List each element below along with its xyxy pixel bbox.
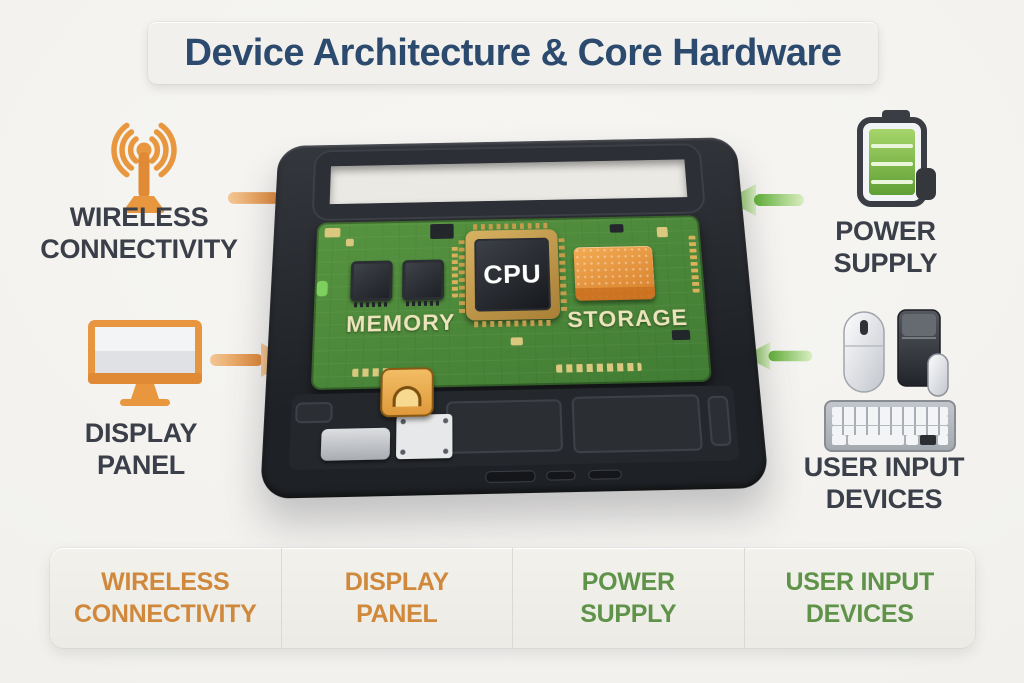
screen-frame-window (313, 144, 704, 220)
pcb-component (430, 223, 454, 240)
cpu-pins (474, 319, 553, 328)
cpu-chip: CPU (458, 222, 568, 328)
legend-user-input-devices: USER INPUT DEVICES (743, 548, 976, 648)
user-input-devices-label: USER INPUT DEVICES (803, 452, 965, 514)
battery-icon (857, 110, 936, 207)
memory-chip (350, 260, 393, 302)
pcb-component (656, 226, 668, 238)
key (938, 434, 948, 445)
pcb-component (671, 329, 691, 341)
title-panel: Device Architecture & Core Hardware (148, 22, 878, 84)
storage-label: STORAGE (566, 304, 689, 333)
mouse-and-dock-icon (843, 309, 949, 397)
speaker-module (320, 427, 391, 461)
keyboard-row (832, 425, 948, 435)
spacebar-key (848, 434, 904, 445)
pcb-component (324, 227, 341, 238)
legend-power-supply: POWER SUPPLY (512, 548, 744, 648)
memory-chip (402, 259, 444, 301)
port-slot (589, 470, 621, 479)
monitor-icon (88, 320, 202, 406)
device-scene: MEMORY CPU STORAGE (259, 128, 770, 499)
page-title: Device Architecture & Core Hardware (184, 31, 842, 74)
pcb-component (510, 337, 523, 346)
tablet-internals-illustration: MEMORY CPU STORAGE (259, 137, 770, 499)
port-slot (547, 471, 575, 480)
chassis-panel (446, 399, 564, 454)
cpu-pins (458, 238, 466, 313)
keyboard-icon (824, 400, 956, 452)
keyboard-row (832, 407, 948, 416)
motherboard: MEMORY CPU STORAGE (310, 215, 713, 391)
key (920, 434, 936, 445)
display-panel-label: DISPLAY PANEL (84, 418, 198, 480)
power-supply-label: POWER SUPPLY (833, 216, 938, 278)
pin-strip (451, 244, 458, 298)
pin-strip (688, 235, 700, 293)
port-slot (486, 471, 535, 483)
connector-component (379, 367, 434, 418)
chassis-panel (571, 394, 704, 454)
camera-module (395, 413, 453, 460)
storage-chip (573, 245, 656, 301)
pcb-component (345, 238, 354, 247)
key (906, 434, 918, 445)
legend-wireless-connectivity: WIRELESS CONNECTIVITY (73, 568, 257, 628)
chassis-panel (707, 395, 732, 447)
led-component (316, 280, 328, 297)
antenna-icon (111, 122, 177, 213)
cpu-label: CPU (474, 237, 552, 312)
pcb-component (609, 224, 624, 233)
cpu-pins (473, 222, 550, 230)
legend-display-panel: DISPLAY PANEL (280, 548, 513, 648)
chassis-panel (294, 401, 333, 424)
key (832, 434, 846, 445)
cpu-pins (558, 236, 568, 311)
keyboard-bottom-row (832, 434, 948, 445)
pad-row (555, 362, 642, 373)
memory-label: MEMORY (345, 309, 456, 337)
keyboard-row (832, 416, 948, 426)
arrow-left-icon (744, 342, 813, 370)
wireless-connectivity-label: WIRELESS CONNECTIVITY (40, 202, 238, 264)
legend-bar: WIRELESS CONNECTIVITY DISPLAY PANEL POWE… (50, 548, 975, 648)
